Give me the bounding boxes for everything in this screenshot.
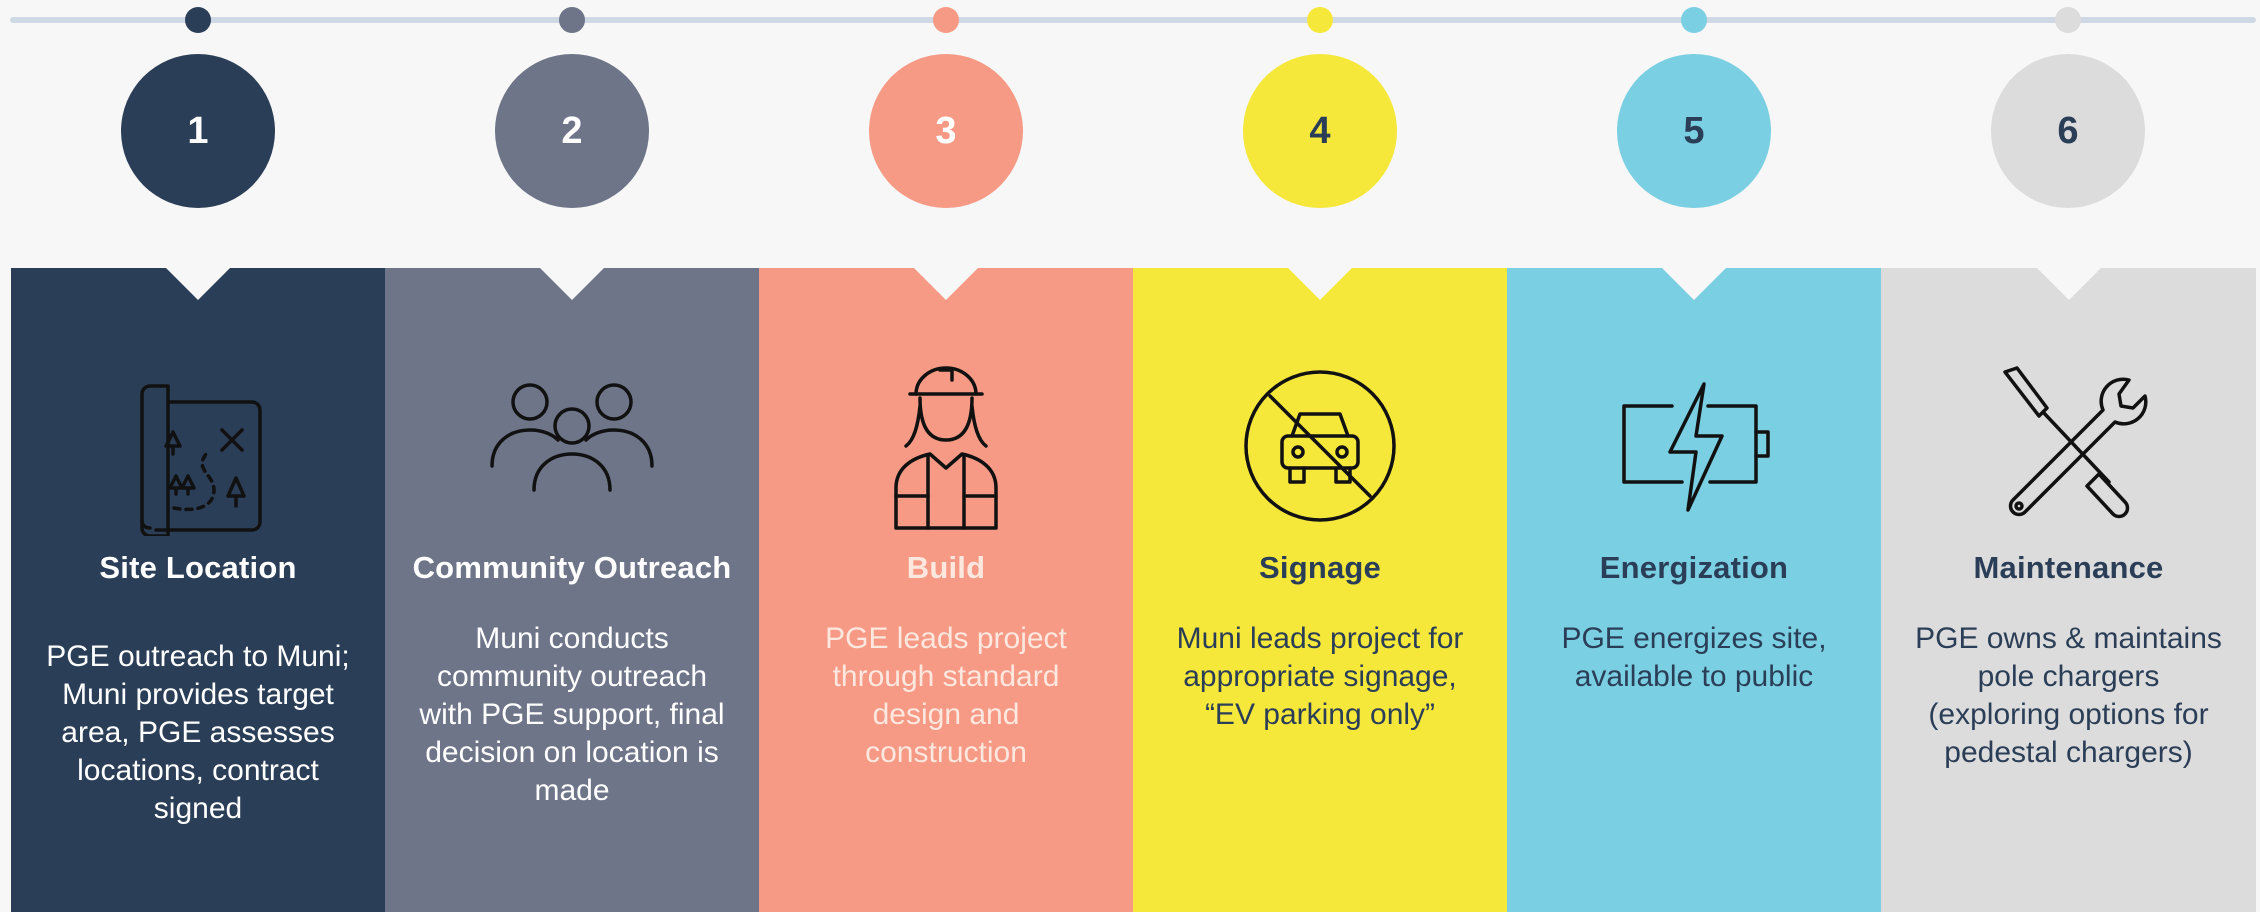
step-3-description: PGE leads project through standard desig… [825,622,1067,769]
step-1-panel: Site Location PGE outreach to Muni; Muni… [11,268,385,912]
step-2-title: Community Outreach [412,550,732,585]
panel-notch [540,268,604,300]
step-3-panel: Build PGE leads project through standard… [759,268,1133,912]
step-4-number: 4 [1243,54,1397,208]
step-4-panel: Signage Muni leads project for appropria… [1133,268,1507,912]
no-car-sign-icon [1230,356,1410,536]
wrench-screwdriver-icon [1979,356,2159,536]
panel-notch [1662,268,1726,300]
panel-notch [2036,268,2101,300]
panel-notch [1288,268,1352,300]
construction-worker-icon [856,356,1036,536]
step-5-description: PGE energizes site, available to public [1561,622,1827,693]
timeline-dot-4 [1307,7,1333,33]
step-6-number: 6 [1991,54,2145,208]
step-5-number: 5 [1617,54,1771,208]
step-6-description: PGE owns & maintains pole chargers (expl… [1915,622,2222,769]
step-3-number: 3 [869,54,1023,208]
step-6-title: Maintenance [1973,550,2164,585]
timeline-dot-2 [559,7,585,33]
panel-notch [166,268,230,300]
panel-notch [914,268,978,300]
step-1-title: Site Location [99,550,297,585]
timeline-dot-5 [1681,7,1707,33]
step-2-number: 2 [495,54,649,208]
step-4-description: Muni leads project for appropriate signa… [1176,622,1464,731]
timeline-line [10,17,2256,23]
step-3-title: Build [906,550,986,585]
step-6-panel: Maintenance PGE owns & maintains pole ch… [1881,268,2256,912]
timeline-dot-1 [185,7,211,33]
step-5-panel: Energization PGE energizes site, availab… [1507,268,1881,912]
timeline-dot-6 [2055,7,2081,33]
step-1-number: 1 [121,54,275,208]
step-2-description: Muni conducts community outreach with PG… [419,622,725,807]
battery-lightning-icon [1604,356,1784,536]
treasure-map-icon [108,356,288,536]
step-5-title: Energization [1599,550,1789,585]
people-group-icon [482,356,662,536]
step-1-description: PGE outreach to Muni; Muni provides targ… [46,640,350,825]
step-4-title: Signage [1259,550,1381,585]
step-2-panel: Community Outreach Muni conducts communi… [385,268,759,912]
timeline-dot-3 [933,7,959,33]
